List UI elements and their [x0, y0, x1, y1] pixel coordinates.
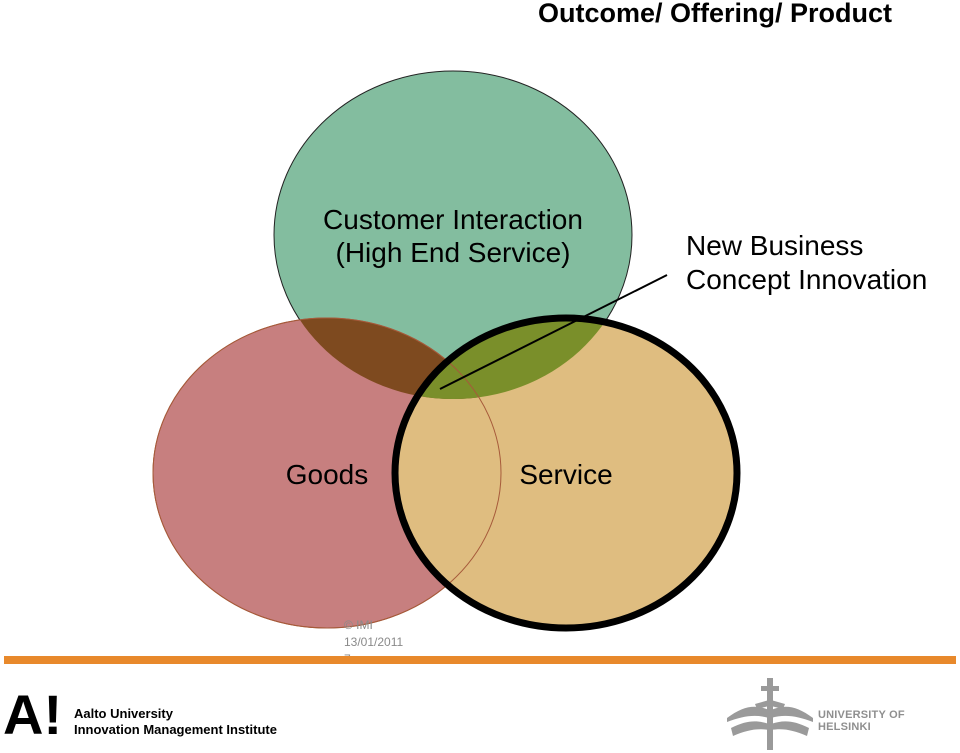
goods-outline	[152, 317, 502, 629]
interaction-label-line1: Customer Interaction	[323, 204, 583, 235]
slide-title: Outcome/ Offering/ Product	[537, 0, 892, 28]
service-label: Service	[519, 459, 612, 490]
slide-date: 13/01/2011	[344, 635, 404, 649]
interaction-label: Customer Interaction	[323, 204, 583, 235]
service-interaction-overlap	[395, 318, 632, 399]
venn-diagram: Customer Interaction (High End Service) …	[152, 70, 927, 632]
aalto-logo-text: A!	[3, 684, 62, 740]
callout-label: New Business	[686, 230, 863, 261]
aalto-university-line: Aalto University	[74, 706, 173, 721]
goods-label: Goods	[286, 459, 369, 490]
callout-label-line2: Concept Innovation	[686, 264, 927, 295]
interaction-label-line2: (High End Service)	[336, 237, 571, 268]
callout-pointer-line	[439, 274, 668, 390]
interaction-label-second: (High End Service)	[336, 237, 571, 268]
aalto-institute-line: Innovation Management Institute	[74, 722, 277, 737]
callout-label-line1: New Business	[686, 230, 863, 261]
aalto-logo: A!	[3, 684, 62, 740]
aalto-institution-name: Aalto University Innovation Management I…	[74, 706, 277, 738]
copyright-text: © IMI	[344, 618, 373, 632]
service-highlight-ring	[391, 314, 741, 632]
footer-accent-bar	[4, 656, 956, 664]
callout-label-second: Concept Innovation	[686, 264, 927, 295]
helsinki-university-name: UNIVERSITY OF HELSINKI	[818, 709, 905, 733]
helsinki-emblem-icon	[727, 678, 813, 750]
